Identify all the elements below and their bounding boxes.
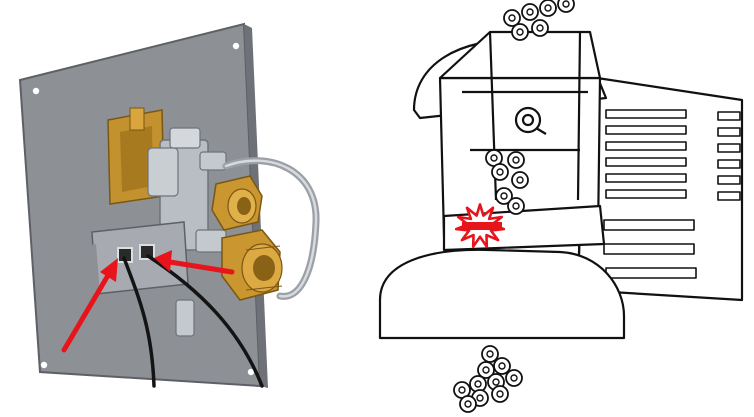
bead-core — [562, 0, 570, 8]
vent-slot — [605, 173, 687, 183]
connector-port-2 — [139, 244, 155, 260]
bead-core — [486, 350, 494, 358]
vent-slot — [717, 175, 741, 185]
vent-slot — [605, 189, 687, 199]
bead-core — [516, 28, 524, 36]
vent-slots — [603, 109, 741, 279]
bead-core — [464, 400, 472, 408]
vent-slot — [717, 127, 741, 137]
mounting-hole-bottom-left — [40, 361, 48, 369]
vent-slot — [605, 157, 687, 167]
vent-slot — [717, 159, 741, 169]
grille-slot — [603, 243, 695, 255]
bead-core — [510, 374, 518, 382]
bead-core — [516, 176, 524, 184]
bead-core — [476, 394, 484, 402]
callout-arrow-2 — [154, 250, 235, 275]
valve-body — [147, 127, 227, 337]
cable-1 — [122, 256, 156, 388]
lens — [514, 106, 547, 135]
bead-core — [526, 8, 534, 16]
vent-slot — [717, 111, 741, 121]
bead-core — [544, 4, 552, 12]
brass-fitting-upper — [211, 175, 263, 231]
right-panel — [378, 0, 744, 413]
bead-core — [500, 192, 508, 200]
bead-core — [496, 390, 504, 398]
left-panel — [18, 22, 320, 388]
bead-core — [512, 156, 520, 164]
bead-core — [496, 168, 504, 176]
bead-core — [512, 202, 520, 210]
beads-column — [453, 0, 575, 413]
vent-slot — [717, 191, 741, 201]
bead-core — [482, 366, 490, 374]
grille-slot — [605, 267, 697, 279]
bead-core — [536, 24, 544, 32]
callout-arrow-1 — [61, 258, 118, 353]
pinch-point — [462, 222, 502, 230]
mounting-hole-bottom-right — [247, 368, 255, 376]
bead-core — [498, 362, 506, 370]
vent-slot — [717, 143, 741, 153]
grille-slot — [603, 219, 695, 231]
brass-fitting-lower — [221, 229, 283, 301]
bead-core — [490, 154, 498, 162]
vent-slot — [605, 141, 687, 151]
bead-core — [492, 378, 500, 386]
vent-slot — [605, 109, 687, 119]
bead-core — [508, 14, 516, 22]
bead-core — [458, 386, 466, 394]
bead-core — [474, 380, 482, 388]
vent-slot — [605, 125, 687, 135]
mounting-hole-top-left — [32, 87, 40, 95]
mounting-hole-top-right — [232, 42, 240, 50]
bottom-cover — [378, 248, 626, 340]
